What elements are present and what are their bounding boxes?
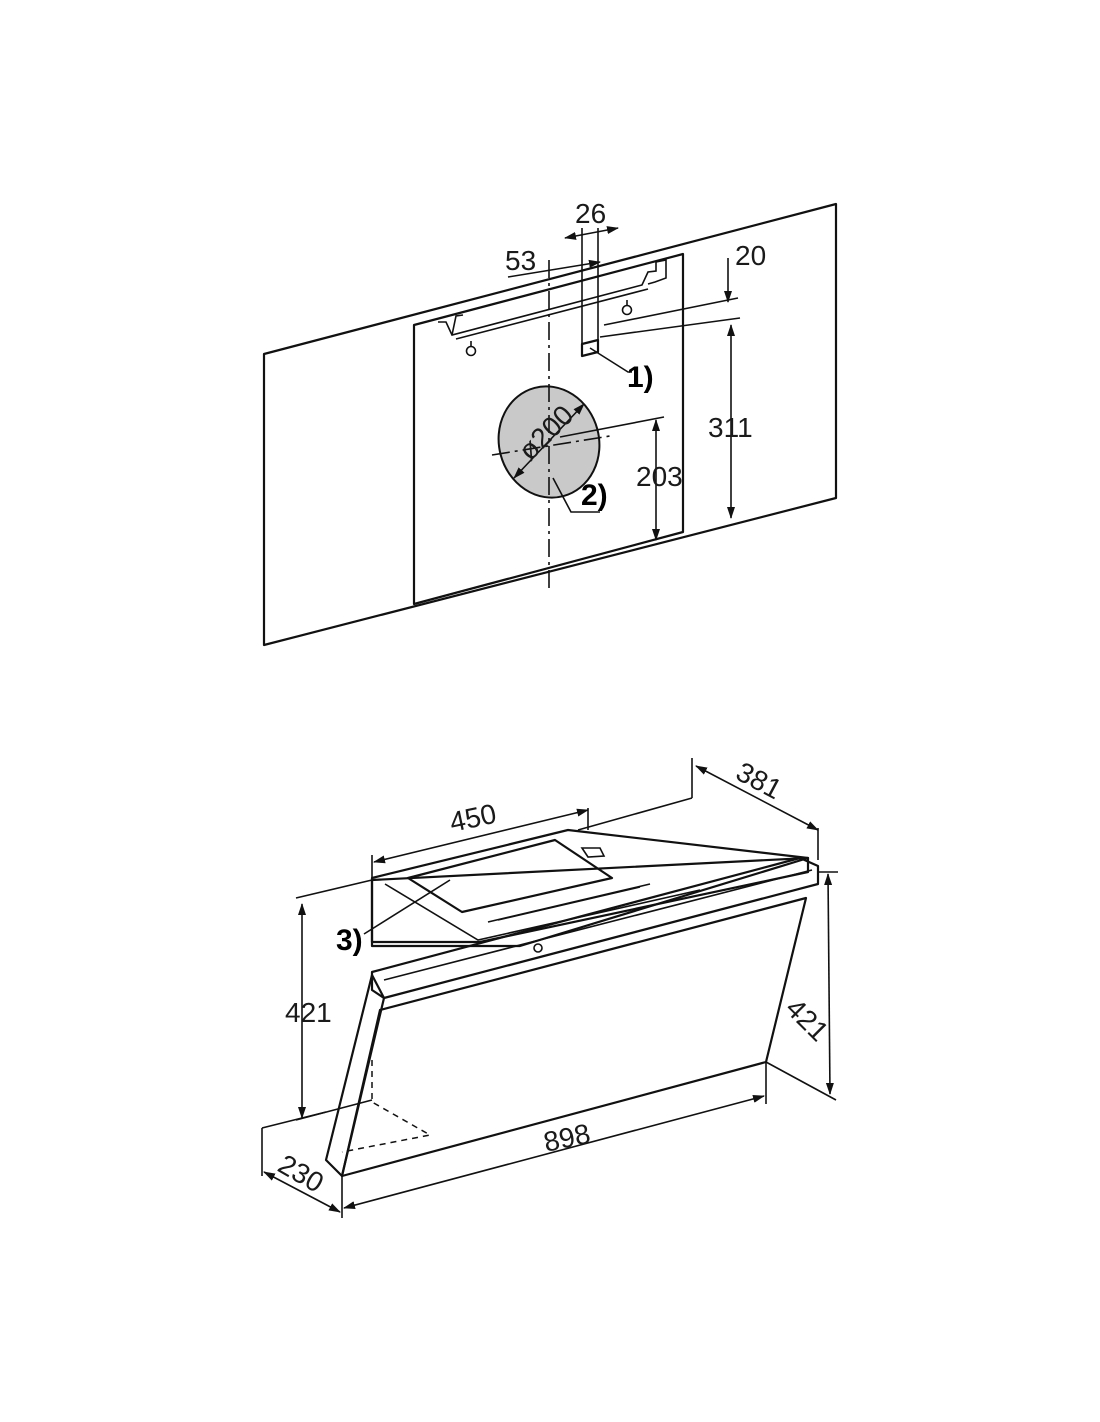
ext-line-421-right-bottom — [765, 1061, 837, 1101]
mounting-bracket — [438, 259, 667, 336]
bracket-inner-line — [451, 314, 464, 336]
ext-line-top-wall — [577, 797, 693, 831]
power-outlet-cutout — [580, 338, 600, 358]
keyhole-slot-left — [465, 341, 477, 357]
dim-898-text: 898 — [541, 1118, 593, 1158]
control-slot — [580, 847, 606, 858]
dim-26-text: 26 — [575, 198, 606, 229]
dim-26-line — [564, 226, 619, 240]
hidden-edge — [341, 1060, 433, 1153]
leader-3 — [363, 879, 451, 935]
dim-311-text: 311 — [708, 412, 753, 443]
bracket-lower-line — [455, 288, 649, 340]
center-axis-horizontal — [491, 435, 611, 456]
power-button — [533, 943, 543, 953]
dim-203-text: 203 — [636, 461, 683, 492]
keyhole-slot-right — [621, 300, 633, 316]
dim-230-text: 230 — [273, 1148, 329, 1198]
dim-898-line — [343, 1094, 765, 1210]
dim-230-line — [263, 1171, 341, 1213]
dim-381-text: 381 — [731, 756, 787, 805]
dim-421-right-line — [824, 873, 834, 1095]
ext-line-230-back — [261, 1111, 327, 1129]
dim-421-right-text: 421 — [780, 992, 835, 1047]
callout-3: 3) — [336, 924, 363, 957]
wall-mounting-view: 26 53 20 311 203 ø200 1) 2) — [262, 198, 838, 647]
dim-381-line — [695, 765, 819, 831]
dim-421-left-text: 421 — [285, 997, 332, 1028]
ext-line-421-left-top — [295, 879, 373, 899]
ext-line-20-top — [603, 297, 739, 326]
front-trim — [370, 856, 820, 1000]
hood-dimensions-view: 381 450 421 421 898 230 3) — [261, 756, 838, 1218]
dim-450-line — [373, 808, 589, 864]
dim-53-line — [507, 259, 601, 278]
leader-2 — [552, 477, 600, 513]
dim-diameter-line — [513, 403, 585, 479]
wall-panel — [262, 202, 838, 647]
canopy-side — [324, 973, 386, 1178]
leader-1 — [589, 347, 632, 373]
callout-1: 1) — [627, 361, 654, 394]
dim-20-text: 20 — [735, 240, 766, 271]
dim-53-text: 53 — [505, 245, 536, 276]
top-rim-line — [384, 883, 701, 941]
dim-450-text: 450 — [447, 798, 499, 838]
mounting-plate — [412, 252, 685, 606]
callout-2: 2) — [581, 479, 608, 512]
front-trim-inner — [383, 869, 813, 981]
ext-line-311-top — [599, 317, 741, 338]
top-rim-line-3 — [497, 886, 641, 921]
